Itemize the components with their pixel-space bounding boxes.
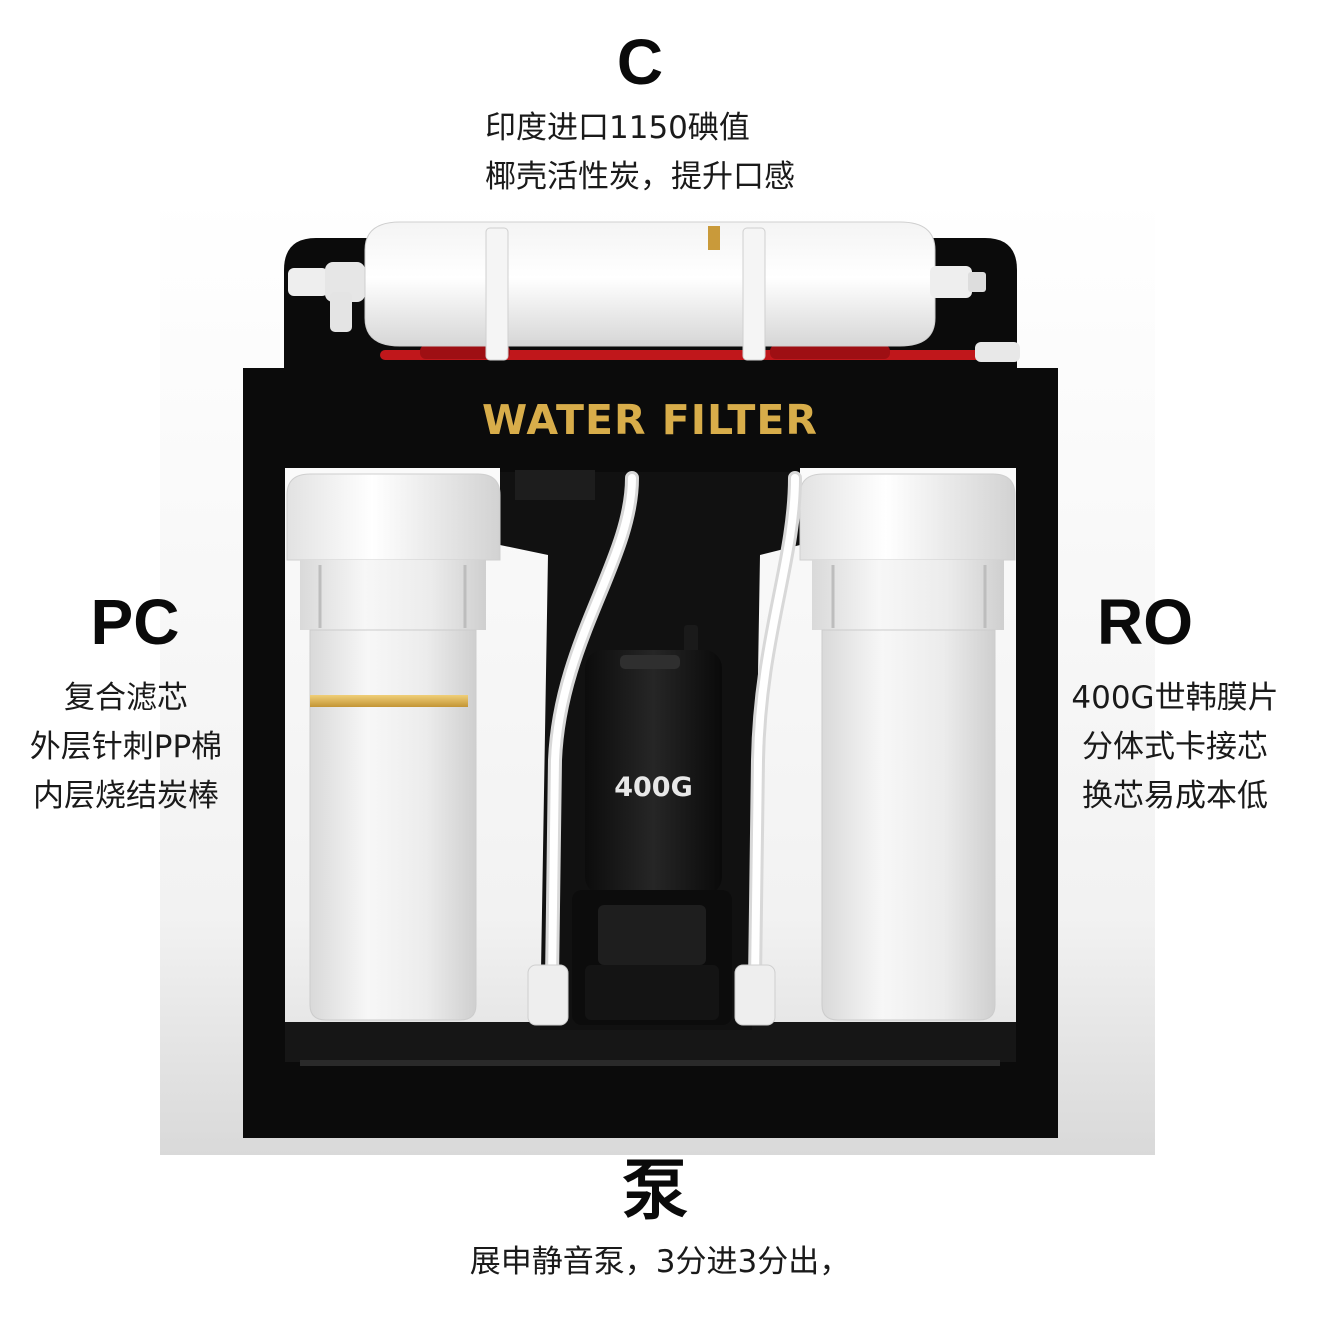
top-desc-line-1: 印度进口1150碘值 <box>485 110 750 146</box>
top-desc-line-2: 椰壳活性炭，提升口感 <box>485 159 795 195</box>
right-desc-line-1: 400G世韩膜片 <box>1071 680 1279 716</box>
inline-carbon-cartridge <box>288 221 1020 362</box>
right-desc-line-2: 分体式卡接芯 <box>1082 729 1268 765</box>
left-desc-line-3: 内层烧结炭棒 <box>33 778 219 814</box>
left-stage-code: PC <box>90 586 180 658</box>
right-stage-code: RO <box>1097 586 1193 658</box>
bottom-stage-description: 展申静音泵，3分进3分出， <box>400 1238 920 1287</box>
bottom-desc-line-1: 展申静音泵，3分进3分出， <box>469 1244 851 1280</box>
booster-pump <box>572 625 732 1025</box>
pc-filter-canister <box>286 473 501 1021</box>
left-stage-description: 复合滤芯 外层针刺PP棉 内层烧结炭棒 <box>10 674 242 821</box>
right-stage-description: 400G世韩膜片 分体式卡接芯 换芯易成本低 <box>1060 674 1290 821</box>
red-tubing <box>380 345 1000 360</box>
ro-filter-canister <box>799 473 1016 1021</box>
top-stage-code: C <box>616 26 664 98</box>
pump-label: 400G <box>614 772 693 803</box>
left-desc-line-2: 外层针刺PP棉 <box>29 729 223 765</box>
white-hoses <box>527 471 802 1026</box>
bottom-stage-code: 泵 <box>622 1152 688 1229</box>
top-stage-description: 印度进口1150碘值 椰壳活性炭，提升口感 <box>440 104 925 202</box>
frame-label: WATER FILTER <box>482 396 818 444</box>
left-desc-line-1: 复合滤芯 <box>64 680 188 716</box>
right-desc-line-3: 换芯易成本低 <box>1082 778 1268 814</box>
